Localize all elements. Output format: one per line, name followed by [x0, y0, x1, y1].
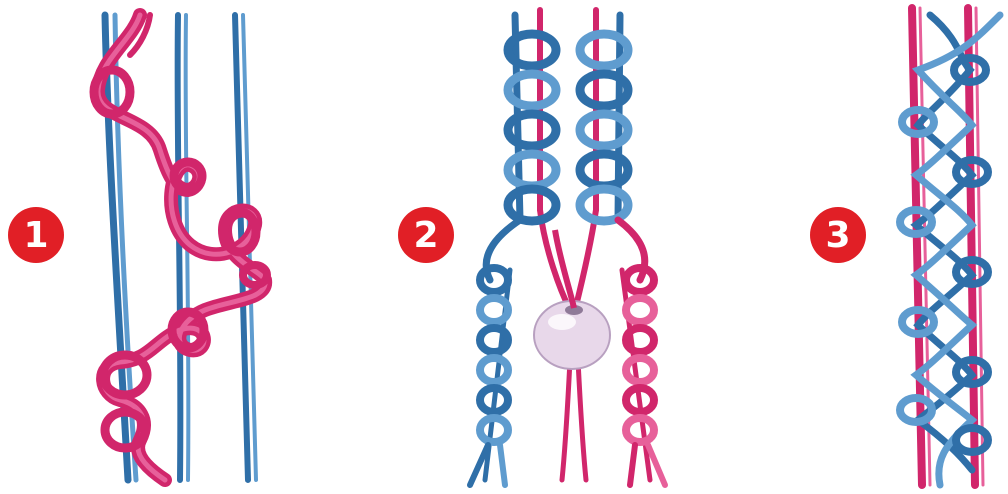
macrame-alternating-knot-illustration	[900, 8, 1000, 485]
macrame-half-hitch-illustration	[94, 15, 267, 480]
macrame-bead-split-illustration	[470, 10, 665, 485]
bead-icon	[534, 301, 610, 369]
